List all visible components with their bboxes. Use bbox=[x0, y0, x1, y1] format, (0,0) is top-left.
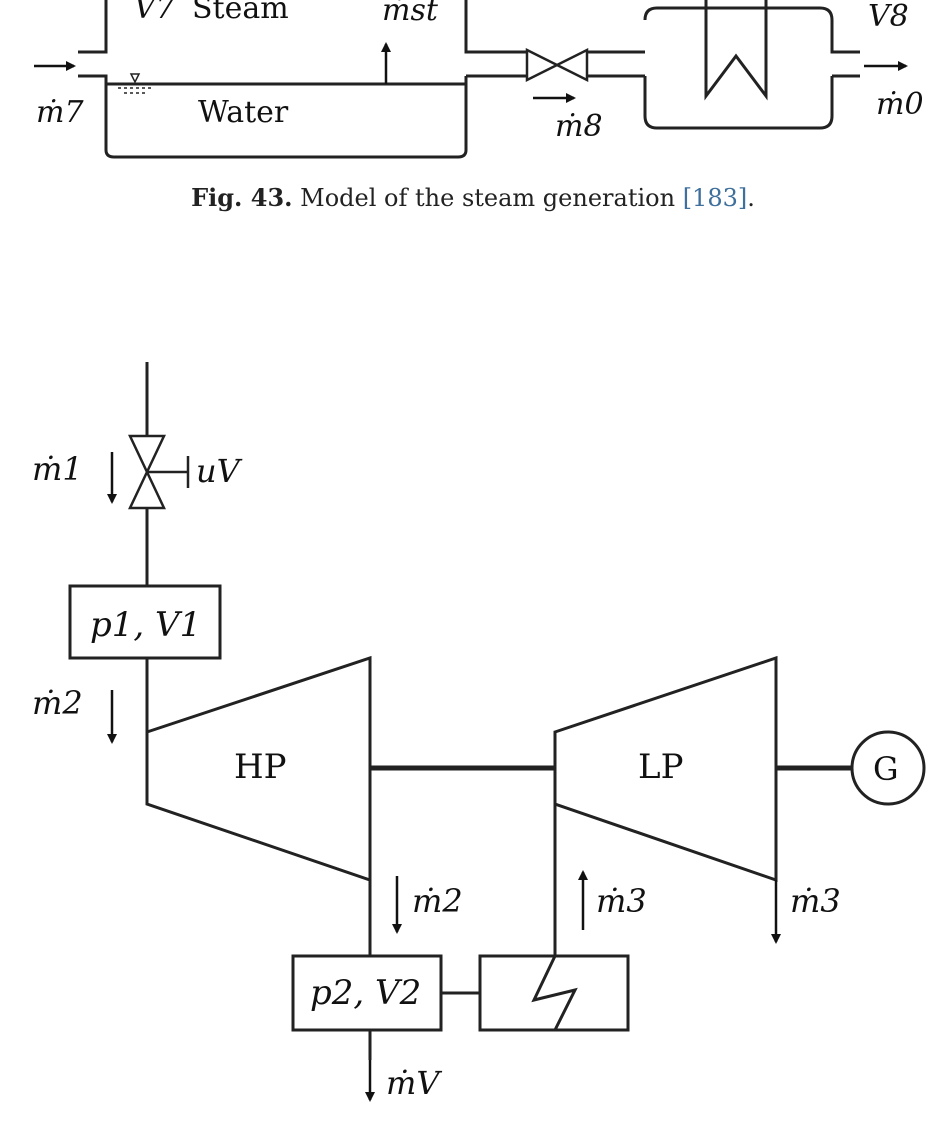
caption-figure-number: Fig. 43. bbox=[191, 183, 293, 212]
generator-label: G bbox=[873, 750, 899, 788]
m1-label: ṁ1 bbox=[32, 450, 83, 488]
hp-label: HP bbox=[234, 747, 287, 787]
vessel-inlet-pipe bbox=[587, 50, 645, 78]
m2-left-label: ṁ2 bbox=[32, 684, 83, 722]
generator-symbol bbox=[850, 730, 926, 806]
outflow-label: ṁ0 bbox=[876, 87, 924, 122]
heater-element bbox=[704, 0, 768, 101]
water-label: Water bbox=[198, 95, 289, 130]
water-level-marker bbox=[118, 73, 152, 94]
turbine-diagram bbox=[68, 362, 926, 1060]
inlet-pipe bbox=[78, 74, 468, 159]
caption-period: . bbox=[747, 184, 755, 212]
reheater-coil bbox=[531, 955, 578, 1031]
mv-label: ṁV bbox=[386, 1064, 442, 1102]
caption-text: Model of the steam generation bbox=[300, 184, 676, 212]
control-valve bbox=[128, 434, 166, 510]
m3-right-label: ṁ3 bbox=[790, 882, 841, 920]
uv-label: uV bbox=[196, 452, 243, 490]
p1-v1-label: p1, V1 bbox=[90, 605, 201, 645]
lp-label: LP bbox=[638, 747, 683, 787]
p2-v2-label: p2, V2 bbox=[310, 973, 421, 1013]
m2-down-label: ṁ2 bbox=[412, 882, 463, 920]
fig43-arrows bbox=[34, 42, 908, 103]
fig44-arrows bbox=[107, 452, 781, 1102]
drum-left-wall bbox=[78, 0, 108, 54]
valve-symbol bbox=[525, 47, 589, 83]
vessel-outline bbox=[643, 6, 860, 130]
drum-right-wall bbox=[464, 0, 527, 54]
volume-out-label: V8 bbox=[868, 0, 909, 34]
valve-flow-label: ṁ8 bbox=[555, 109, 603, 144]
inflow-label: ṁ7 bbox=[36, 95, 84, 130]
reheater-box bbox=[478, 954, 630, 1032]
steam-label: Steam bbox=[192, 0, 289, 26]
volume-label: V7 bbox=[134, 0, 176, 26]
steam-generation-diagram bbox=[78, 0, 860, 159]
steam-flow-label: ṁst bbox=[382, 0, 439, 28]
m3-up-label: ṁ3 bbox=[596, 882, 647, 920]
caption-reference-link[interactable]: [183] bbox=[682, 184, 748, 212]
p1-v1-box bbox=[68, 584, 222, 660]
figure-caption: Fig. 43. Model of the steam generation [… bbox=[0, 183, 946, 212]
